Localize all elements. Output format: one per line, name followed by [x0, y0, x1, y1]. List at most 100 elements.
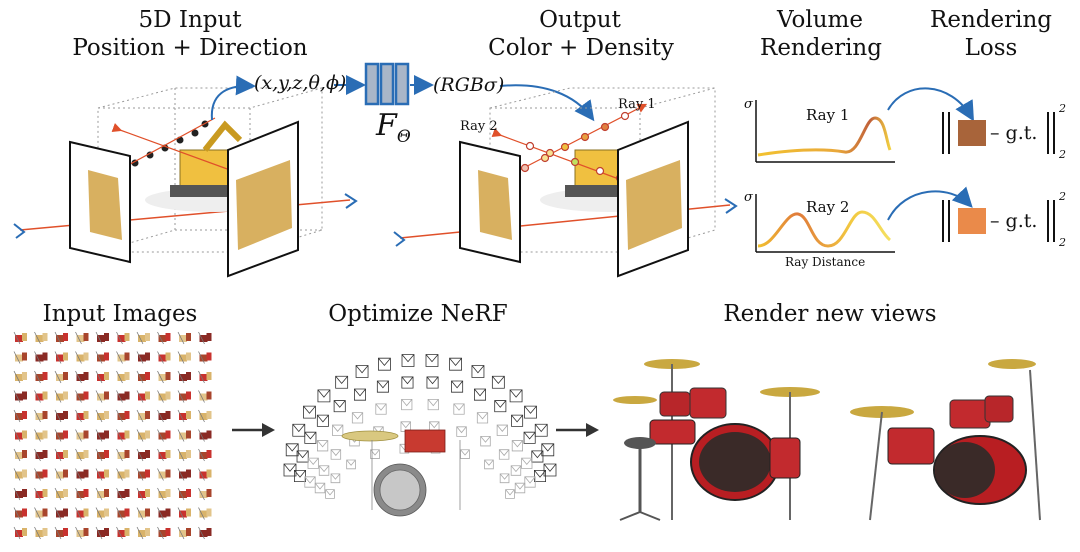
camera-frustum — [332, 424, 344, 436]
camera-frustum — [426, 376, 439, 389]
input-image-thumbnail — [75, 487, 89, 501]
input-image-thumbnail — [116, 331, 130, 345]
input-image-thumbnail — [136, 468, 150, 481]
input-image-thumbnail — [54, 351, 68, 364]
input-images-title: Input Images — [42, 301, 198, 327]
camera-frustum — [541, 443, 555, 457]
input-image-thumbnail — [116, 409, 130, 423]
input-image-thumbnail — [177, 409, 191, 423]
camera-frustum — [494, 400, 507, 413]
input-image-thumbnail — [34, 507, 48, 520]
input-image-thumbnail — [157, 351, 171, 364]
camera-frustum — [453, 403, 465, 415]
loss2-exponent: 2 — [1059, 190, 1066, 203]
input-image-thumbnail — [198, 526, 212, 540]
input-image-thumbnail — [177, 390, 191, 403]
input-image-thumbnail — [54, 468, 68, 481]
input-image-thumbnail — [54, 448, 68, 462]
input-image-thumbnail — [177, 448, 191, 462]
input-image-thumbnail — [34, 331, 48, 345]
input-image-thumbnail — [34, 409, 48, 423]
input-image-thumbnail — [34, 487, 48, 501]
input-image-thumbnail — [198, 448, 212, 462]
output-tuple: (RGBσ) — [433, 74, 505, 96]
input-image-thumbnail — [95, 487, 109, 501]
input-image-thumbnail — [54, 331, 68, 345]
input-image-thumbnail — [136, 507, 150, 520]
input-image-thumbnail — [198, 331, 212, 345]
optimize-drum-kit — [341, 429, 461, 517]
camera-frustum — [524, 405, 537, 419]
input-image-thumbnail — [157, 507, 171, 520]
input-image-thumbnail — [177, 331, 191, 345]
input-image-thumbnail — [198, 390, 212, 403]
input-image-thumbnail — [13, 351, 27, 364]
camera-dome — [283, 354, 557, 517]
output-title-line1: Output — [539, 7, 621, 33]
input-image-thumbnail — [157, 331, 171, 345]
input-image-thumbnail — [198, 370, 212, 384]
input-image-thumbnail — [157, 526, 171, 540]
input-image-thumbnail — [54, 429, 68, 442]
network-block — [364, 62, 410, 106]
camera-frustum — [317, 440, 329, 452]
camera-frustum — [351, 412, 364, 424]
input-image-thumbnail — [34, 429, 48, 442]
ray-distance-label: Ray Distance — [785, 255, 866, 269]
plot2-to-loss-arrow — [887, 186, 973, 221]
network-label: FΘ — [376, 108, 411, 147]
volume-plot-ray2 — [755, 194, 895, 253]
ray-arrowhead-right — [344, 193, 358, 209]
input-to-tuple-arrow — [210, 75, 256, 121]
ray-arrowhead-left — [13, 223, 26, 239]
input-image-thumbnail — [198, 351, 212, 364]
camera-frustum — [318, 465, 330, 476]
ray2-label: Ray 2 — [460, 119, 498, 134]
input-image-thumbnail — [198, 468, 212, 481]
camera-frustum — [449, 357, 462, 371]
input-image-thumbnail — [177, 526, 191, 540]
input-image-thumbnail — [157, 487, 171, 501]
input-image-thumbnail — [198, 487, 212, 501]
input-image-thumbnail — [75, 526, 89, 540]
input-images-grid — [13, 331, 212, 540]
camera-frustum — [498, 449, 510, 460]
camera-frustum — [523, 431, 536, 444]
network-theta: Θ — [396, 127, 411, 147]
rendering-loss-title-line1: Rendering — [930, 7, 1052, 33]
input-image-thumbnail — [177, 351, 191, 364]
volume-plot-ray1 — [755, 100, 895, 163]
camera-frustum — [303, 405, 316, 419]
input-title-line1: 5D Input — [138, 7, 242, 33]
input-image-thumbnail — [54, 409, 68, 423]
input-image-thumbnail — [13, 448, 27, 462]
camera-frustum — [521, 457, 533, 469]
camera-frustum — [510, 465, 522, 476]
output-ray-2 — [491, 127, 636, 186]
input-image-thumbnail — [177, 468, 191, 481]
input-image-thumbnail — [34, 468, 48, 481]
input-image-thumbnail — [116, 468, 130, 481]
input-image-thumbnail — [75, 468, 89, 481]
camera-frustum — [474, 388, 486, 401]
input-image-thumbnail — [177, 370, 191, 384]
camera-frustum — [524, 476, 536, 488]
camera-frustum — [480, 435, 491, 447]
input-image-thumbnail — [13, 526, 27, 540]
output-image-plane-left — [459, 140, 521, 264]
input-image-plane-left — [69, 140, 131, 264]
camera-frustum — [330, 449, 342, 460]
plot1-density-curve — [757, 116, 892, 157]
input-image-thumbnail — [95, 409, 109, 423]
input-image-thumbnail — [95, 351, 109, 364]
camera-frustum — [401, 376, 414, 389]
input-image-thumbnail — [13, 409, 27, 423]
arrow-images-to-optimize — [232, 423, 275, 437]
input-image-thumbnail — [198, 507, 212, 520]
camera-frustum — [505, 489, 515, 499]
camera-frustum — [335, 375, 349, 389]
camera-frustum — [496, 424, 508, 436]
camera-frustum — [378, 357, 391, 371]
camera-frustum — [346, 459, 356, 470]
